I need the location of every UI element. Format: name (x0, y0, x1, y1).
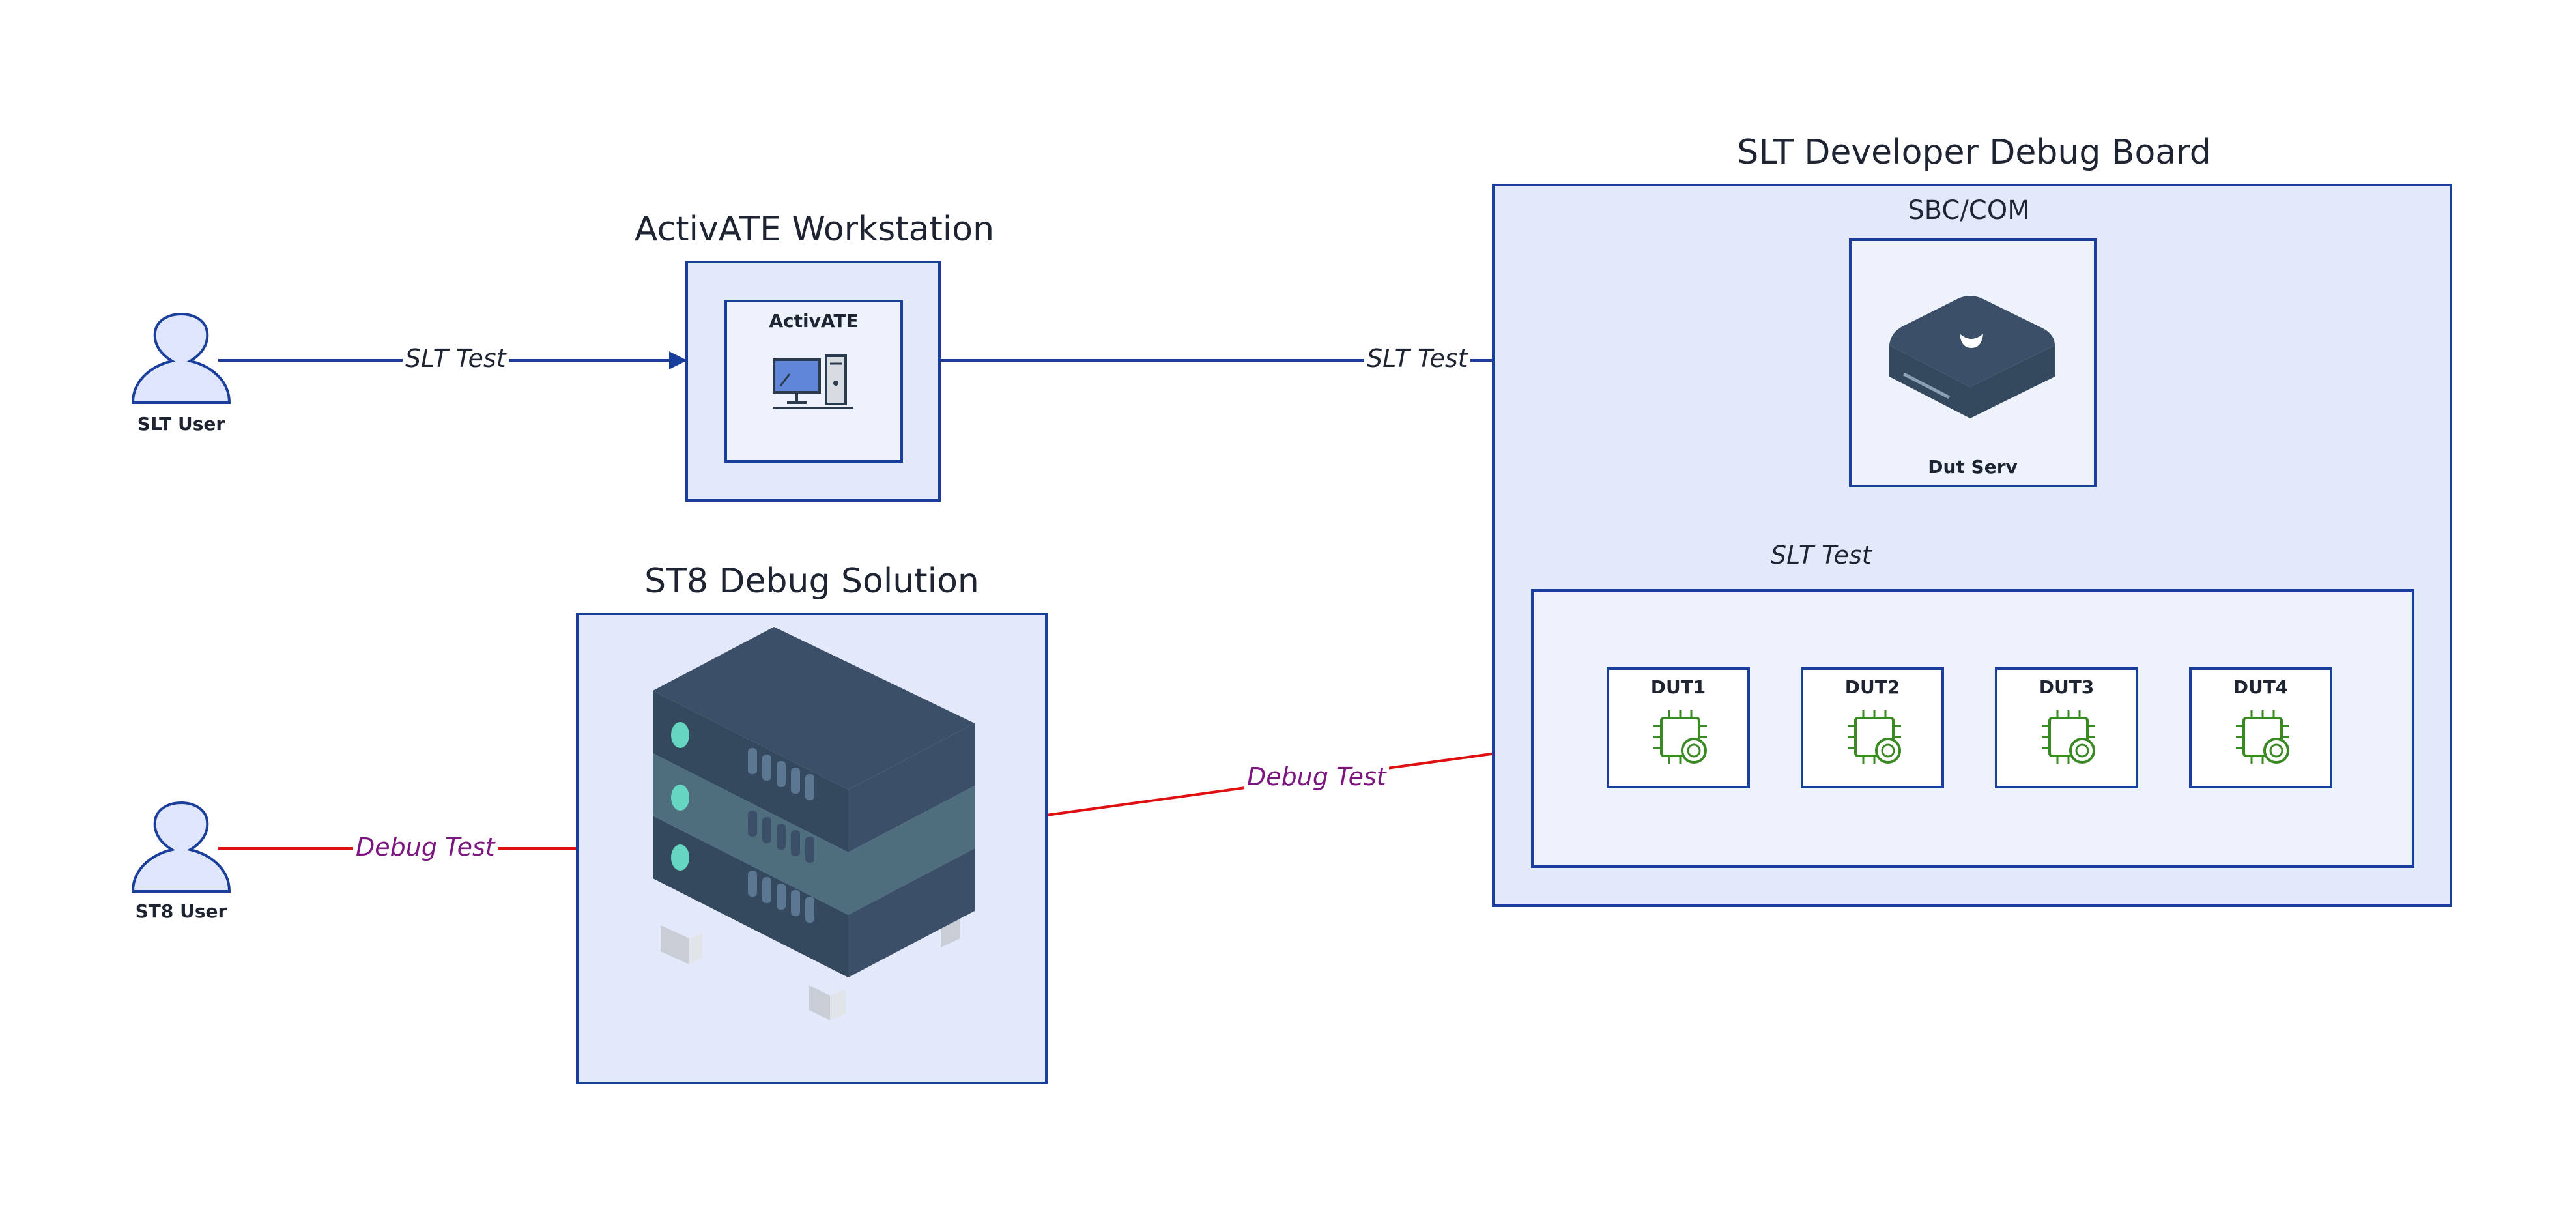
chip-icon (1848, 710, 1901, 764)
slt-user-label: SLT User (137, 413, 225, 435)
dut2-label: DUT2 (1844, 676, 1900, 698)
edge-label-slt-user-to-workstation: SLT Test (403, 344, 509, 373)
desktop-computer-icon (773, 354, 853, 409)
server-rack-icon (653, 627, 975, 1020)
chip-icon (2042, 710, 2095, 764)
sbc-container[interactable]: Dut Serv (1849, 238, 2097, 487)
sbc-title: SBC/COM (1908, 195, 2030, 225)
chip-icon (2236, 710, 2289, 764)
dut-serv-label: Dut Serv (1928, 456, 2018, 478)
dut4-box[interactable]: DUT4 (2189, 667, 2332, 788)
dut3-box[interactable]: DUT3 (1995, 667, 2138, 788)
edge-label-st8-user-to-st8: Debug Test (353, 833, 498, 861)
edge-label-sbc-to-dut1: SLT Test (1768, 541, 1874, 570)
edge-label-workstation-to-sbc: SLT Test (1364, 344, 1470, 373)
board-title: SLT Developer Debug Board (1737, 133, 2211, 172)
dut1-box[interactable]: DUT1 (1607, 667, 1750, 788)
edge-label-st8-to-dut1: Debug Test (1244, 762, 1389, 791)
workstation-title: ActivATE Workstation (634, 210, 995, 249)
slt-user-icon (131, 312, 231, 404)
router-box-icon (1889, 296, 2055, 418)
activate-app-box[interactable]: ActivATE (724, 300, 903, 463)
dut2-box[interactable]: DUT2 (1801, 667, 1944, 788)
dut3-label: DUT3 (2039, 676, 2095, 698)
dut1-label: DUT1 (1650, 676, 1706, 698)
dut4-label: DUT4 (2233, 676, 2289, 698)
st8-user-icon (131, 801, 231, 893)
workstation-container[interactable]: ActivATE (685, 261, 941, 502)
st8-user-label: ST8 User (135, 901, 227, 922)
st8-container[interactable] (576, 613, 1048, 1084)
st8-title: ST8 Debug Solution (644, 562, 979, 601)
chip-icon (1653, 710, 1707, 764)
activate-app-label: ActivATE (769, 310, 859, 332)
dut-holder[interactable]: DUT1 DUT2 (1531, 589, 2414, 868)
board-container[interactable]: SBC/COM Dut Serv DUT1 (1492, 184, 2452, 907)
